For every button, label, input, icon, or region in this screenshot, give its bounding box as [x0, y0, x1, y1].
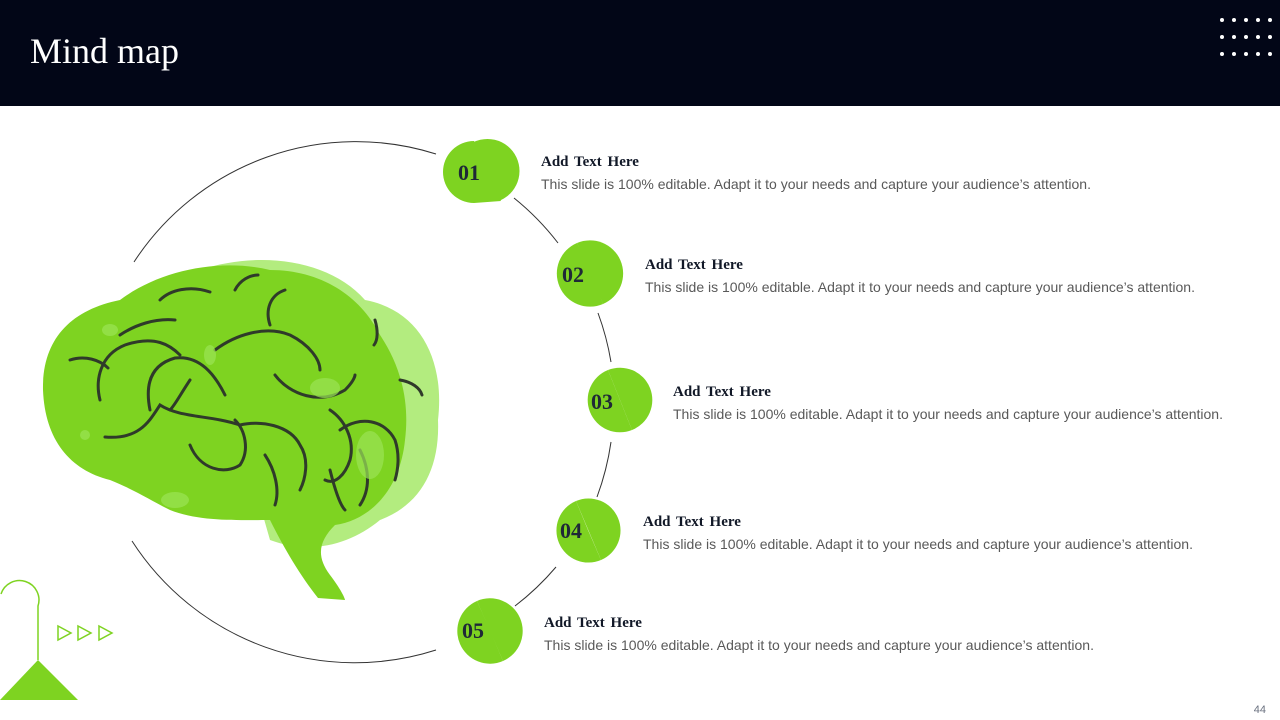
node-shape-02 — [556, 243, 603, 307]
item-description: This slide is 100% editable. Adapt it to… — [673, 406, 1223, 422]
node-shape-04 — [556, 501, 601, 563]
node-number-01: 01 — [458, 160, 480, 185]
header-bar: Mind map — [0, 0, 1280, 106]
list-item: Add Text Here This slide is 100% editabl… — [645, 255, 1195, 297]
brain-icon — [42, 260, 440, 600]
list-item: Add Text Here This slide is 100% editabl… — [544, 613, 1094, 655]
item-title: Add Text Here — [541, 154, 639, 170]
item-title: Add Text Here — [544, 615, 642, 631]
node-shape-03 — [587, 370, 632, 433]
slide-title: Mind map — [30, 31, 179, 71]
triangle-arrows-icon — [57, 624, 114, 642]
item-title: Add Text Here — [673, 384, 771, 400]
item-description: This slide is 100% editable. Adapt it to… — [544, 637, 1094, 653]
item-description: This slide is 100% editable. Adapt it to… — [541, 176, 1091, 192]
connector-arc — [131, 141, 612, 664]
node-number-04: 04 — [560, 518, 582, 543]
list-item: Add Text Here This slide is 100% editabl… — [541, 152, 1091, 194]
node-shape-05 — [457, 601, 503, 664]
list-item: Add Text Here This slide is 100% editabl… — [643, 512, 1193, 554]
item-title: Add Text Here — [643, 514, 741, 530]
decorative-shape — [0, 579, 78, 700]
dot-grid-icon — [1220, 18, 1272, 56]
item-title: Add Text Here — [645, 257, 743, 273]
page-number: 44 — [1253, 704, 1266, 716]
node-number-03: 03 — [591, 389, 613, 414]
node-number-05: 05 — [462, 618, 484, 643]
mind-map-diagram — [0, 138, 653, 700]
list-item: Add Text Here This slide is 100% editabl… — [673, 382, 1223, 424]
item-description: This slide is 100% editable. Adapt it to… — [643, 536, 1193, 552]
item-description: This slide is 100% editable. Adapt it to… — [645, 279, 1195, 295]
node-number-02: 02 — [562, 262, 584, 287]
